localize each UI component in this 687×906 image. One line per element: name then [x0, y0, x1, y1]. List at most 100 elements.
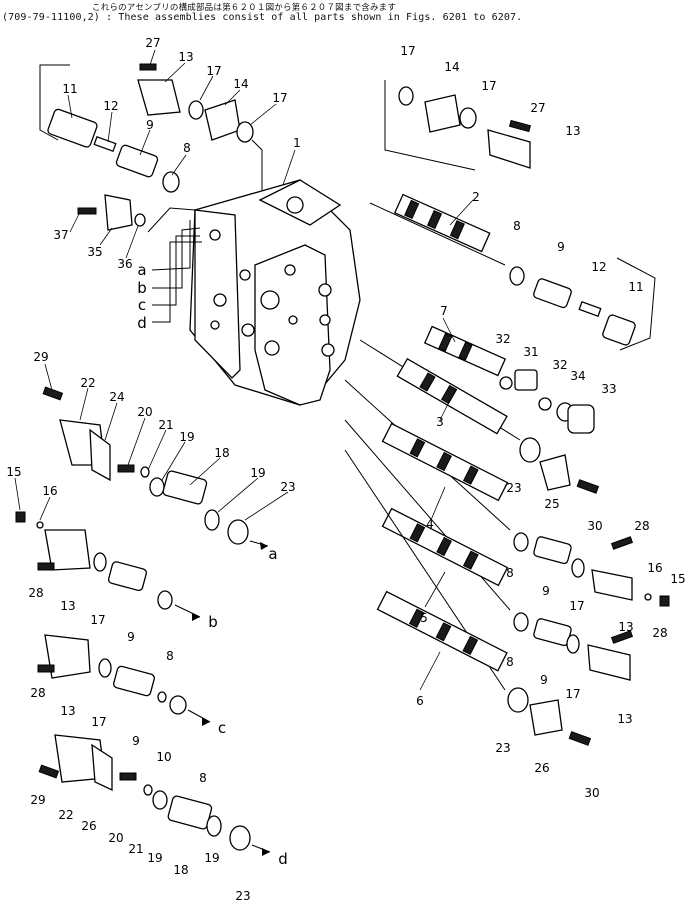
callout-17: 17	[400, 44, 415, 58]
callout-7: 7	[440, 304, 448, 318]
callout-30: 30	[587, 519, 602, 533]
callout-13: 13	[618, 620, 633, 634]
callout-19: 19	[204, 851, 219, 865]
spool-6	[344, 449, 508, 691]
japanese-header-note: これらのアセンブリの構成部品は第６２０１図から第６２０７図まで含みます	[92, 3, 397, 13]
callout-15: 15	[670, 572, 685, 586]
callout-8: 8	[513, 219, 521, 233]
callout-9: 9	[540, 673, 548, 687]
callout-28: 28	[652, 626, 667, 640]
callout-23: 23	[495, 741, 510, 755]
callout-32: 32	[552, 358, 567, 372]
callout-17: 17	[481, 79, 496, 93]
callout-33: 33	[601, 382, 616, 396]
callout-9: 9	[146, 118, 154, 132]
callout-30: 30	[584, 786, 599, 800]
callout-18: 18	[173, 863, 188, 877]
connector-d-label: d	[137, 314, 147, 332]
callout-37: 37	[53, 228, 68, 242]
connector-b-label: b	[137, 279, 147, 297]
callout-11: 11	[62, 82, 77, 96]
callout-4: 4	[426, 517, 434, 531]
spool-7	[423, 325, 507, 377]
callout-13: 13	[617, 712, 632, 726]
right-parts-row-2	[509, 257, 656, 351]
callout-8: 8	[199, 771, 207, 785]
callout-9: 9	[132, 734, 140, 748]
callout-13: 13	[565, 124, 580, 138]
top-left-group	[39, 63, 263, 231]
callout-17: 17	[206, 64, 221, 78]
callout-19: 19	[179, 430, 194, 444]
callout-1: 1	[293, 136, 301, 150]
callout-23: 23	[280, 480, 295, 494]
callout-17: 17	[565, 687, 580, 701]
callout-13: 13	[60, 704, 75, 718]
callout-21: 21	[128, 842, 143, 856]
callout-2: 2	[472, 190, 480, 204]
connector-a-label: a	[268, 545, 277, 563]
callout-28: 28	[28, 586, 43, 600]
callout-34: 34	[570, 369, 585, 383]
callout-22: 22	[58, 808, 73, 822]
callout-23: 23	[235, 889, 250, 903]
callout-14: 14	[444, 60, 459, 74]
callout-26: 26	[81, 819, 96, 833]
callout-29: 29	[33, 350, 48, 364]
callout-9: 9	[127, 630, 135, 644]
callout-8: 8	[183, 141, 191, 155]
callout-15: 15	[6, 465, 21, 479]
callout-3: 3	[436, 415, 444, 429]
connector-lines	[147, 207, 202, 323]
callout-9: 9	[557, 240, 565, 254]
callout-32: 32	[495, 332, 510, 346]
callout-12: 12	[591, 260, 606, 274]
callout-19: 19	[147, 851, 162, 865]
left-row-2	[15, 511, 201, 618]
callout-11: 11	[628, 280, 643, 294]
valve-body	[189, 179, 361, 406]
callout-21: 21	[158, 418, 173, 432]
callout-25: 25	[544, 497, 559, 511]
top-right-group	[384, 80, 532, 171]
callout-28: 28	[30, 686, 45, 700]
connector-c-label: c	[138, 296, 146, 314]
spool-5	[344, 419, 511, 611]
callout-12: 12	[103, 99, 118, 113]
callout-labels: 1 2 3 4 5 6 7 8 8 8 8 8 8 9 9 9 9 9 9 10…	[6, 36, 685, 903]
callout-8: 8	[506, 655, 514, 669]
spool-3	[359, 339, 521, 441]
connector-c-label: c	[218, 719, 226, 737]
callout-23: 23	[506, 481, 521, 495]
callout-8: 8	[166, 649, 174, 663]
callout-24: 24	[109, 390, 124, 404]
callout-20: 20	[108, 831, 123, 845]
callout-6: 6	[416, 694, 424, 708]
callout-17: 17	[569, 599, 584, 613]
right-parts-row-4	[513, 532, 670, 607]
callout-16: 16	[42, 484, 57, 498]
callout-5: 5	[420, 611, 428, 625]
callout-8: 8	[506, 566, 514, 580]
callout-20: 20	[137, 405, 152, 419]
callout-36: 36	[117, 257, 132, 271]
spool-2	[369, 193, 506, 266]
connector-d-label: d	[278, 850, 288, 868]
leader-lines	[14, 49, 474, 691]
callout-10: 10	[156, 750, 171, 764]
callout-29: 29	[30, 793, 45, 807]
callout-31: 31	[523, 345, 538, 359]
right-parts-row-3	[499, 369, 600, 494]
callout-16: 16	[647, 561, 662, 575]
callout-27: 27	[145, 36, 160, 50]
callout-26: 26	[534, 761, 549, 775]
callout-28: 28	[634, 519, 649, 533]
callout-27: 27	[530, 101, 545, 115]
callout-13: 13	[60, 599, 75, 613]
spool-4	[344, 379, 511, 531]
connector-arrows	[192, 542, 270, 856]
callout-9: 9	[542, 584, 550, 598]
callout-19: 19	[250, 466, 265, 480]
